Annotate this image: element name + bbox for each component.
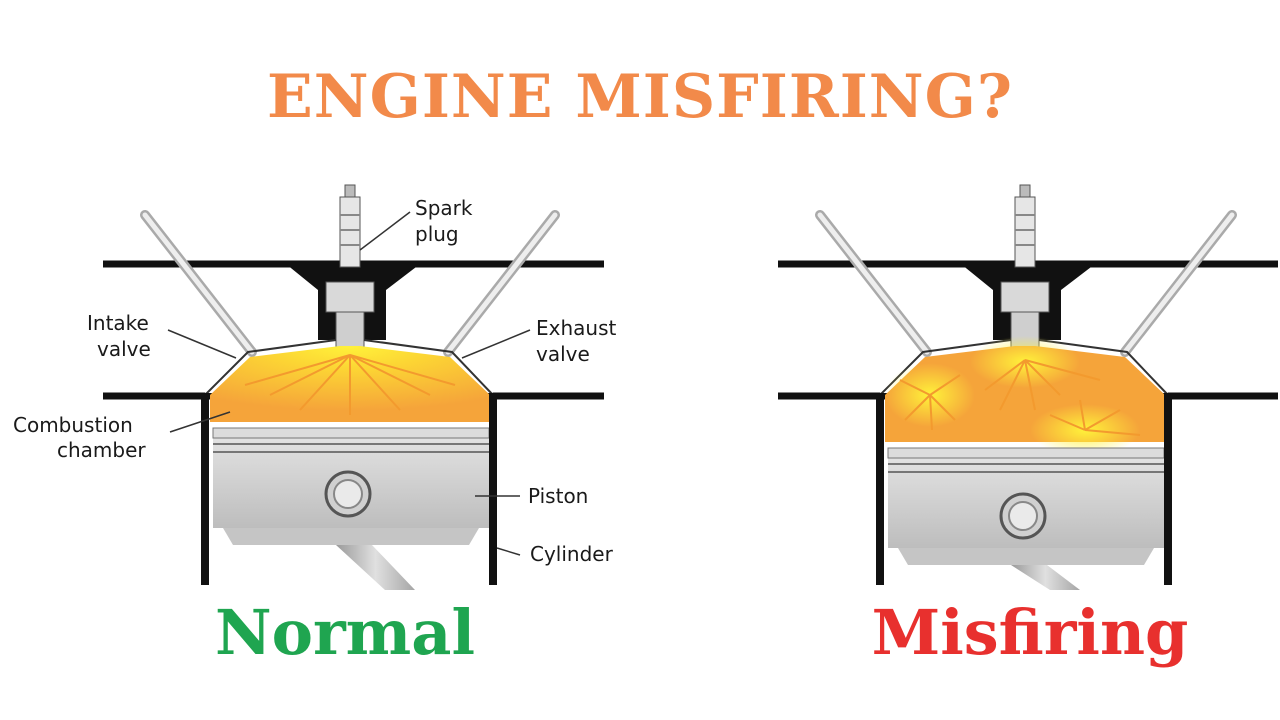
intake-valve — [140, 210, 257, 357]
label-spark-plug-1: Spark — [415, 196, 473, 220]
label-intake-valve-1: Intake — [87, 311, 149, 335]
misfiring-combustion — [885, 336, 1165, 456]
normal-engine: Spark plug Intake valve Exhaust valve Co… — [13, 184, 617, 590]
misfiring-engine — [778, 184, 1278, 590]
spark-plug — [325, 184, 375, 349]
label-spark-plug-2: plug — [415, 222, 459, 246]
normal-combustion — [210, 346, 490, 422]
label-exhaust-valve-2: valve — [536, 342, 590, 366]
caption-normal: Normal — [214, 596, 476, 669]
label-piston: Piston — [528, 484, 588, 508]
page-title: ENGINE MISFIRING? — [267, 62, 1013, 132]
label-exhaust-valve-1: Exhaust — [536, 316, 617, 340]
exhaust-valve — [443, 210, 560, 357]
caption-misfiring: Misfiring — [871, 596, 1189, 669]
leader-lines — [167, 211, 531, 556]
intake-valve-misfiring — [815, 210, 932, 357]
normal-piston — [212, 427, 490, 590]
exhaust-valve-misfiring — [1120, 210, 1237, 357]
label-intake-valve-2: valve — [97, 337, 151, 361]
label-combustion-chamber-2: chamber — [57, 438, 146, 462]
label-combustion-chamber-1: Combustion — [13, 413, 133, 437]
label-cylinder: Cylinder — [530, 542, 614, 566]
misfiring-piston — [887, 447, 1165, 590]
